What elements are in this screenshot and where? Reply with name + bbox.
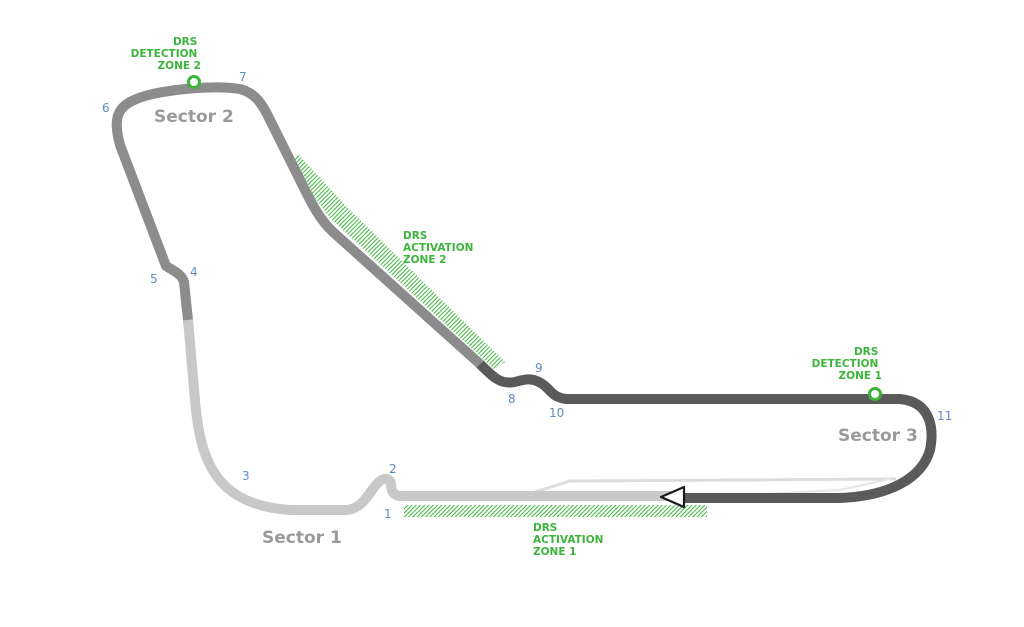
turn-number-4: 4 (190, 265, 198, 279)
track-sector-1 (183, 319, 680, 515)
drs-activation-zone-2-label: DRS ACTIVATION ZONE 2 (403, 230, 477, 266)
turn-number-6: 6 (102, 101, 110, 115)
drs-activation-zone-1 (404, 505, 707, 517)
turn-number-8: 8 (508, 392, 516, 406)
sector-label-1: Sector 1 (262, 528, 342, 548)
drs-detection-zone-1-label: DRS DETECTION ZONE 1 (812, 346, 882, 382)
track-sector-2 (111, 82, 484, 368)
turn-number-11: 11 (937, 409, 952, 423)
turn-number-7: 7 (239, 70, 247, 84)
drs-activation-zone-2 (289, 154, 505, 369)
drs-detection-point-icon (187, 75, 201, 89)
turn-number-2: 2 (389, 462, 397, 476)
turn-number-10: 10 (549, 406, 564, 420)
turn-number-3: 3 (242, 469, 250, 483)
drs-detection-zone-2-label: DRS DETECTION ZONE 2 (131, 36, 201, 72)
drs-activation-zone-1-label: DRS ACTIVATION ZONE 1 (533, 522, 607, 558)
pit-lane (534, 477, 897, 494)
sector-label-3: Sector 3 (838, 426, 918, 446)
sector-label-2: Sector 2 (154, 107, 234, 127)
turn-number-9: 9 (535, 361, 543, 375)
track-sector-3 (476, 360, 937, 503)
drs-detection-point-icon (868, 387, 882, 401)
turn-number-5: 5 (150, 272, 158, 286)
turn-number-1: 1 (384, 507, 392, 521)
start-finish-arrow-icon (659, 485, 686, 509)
